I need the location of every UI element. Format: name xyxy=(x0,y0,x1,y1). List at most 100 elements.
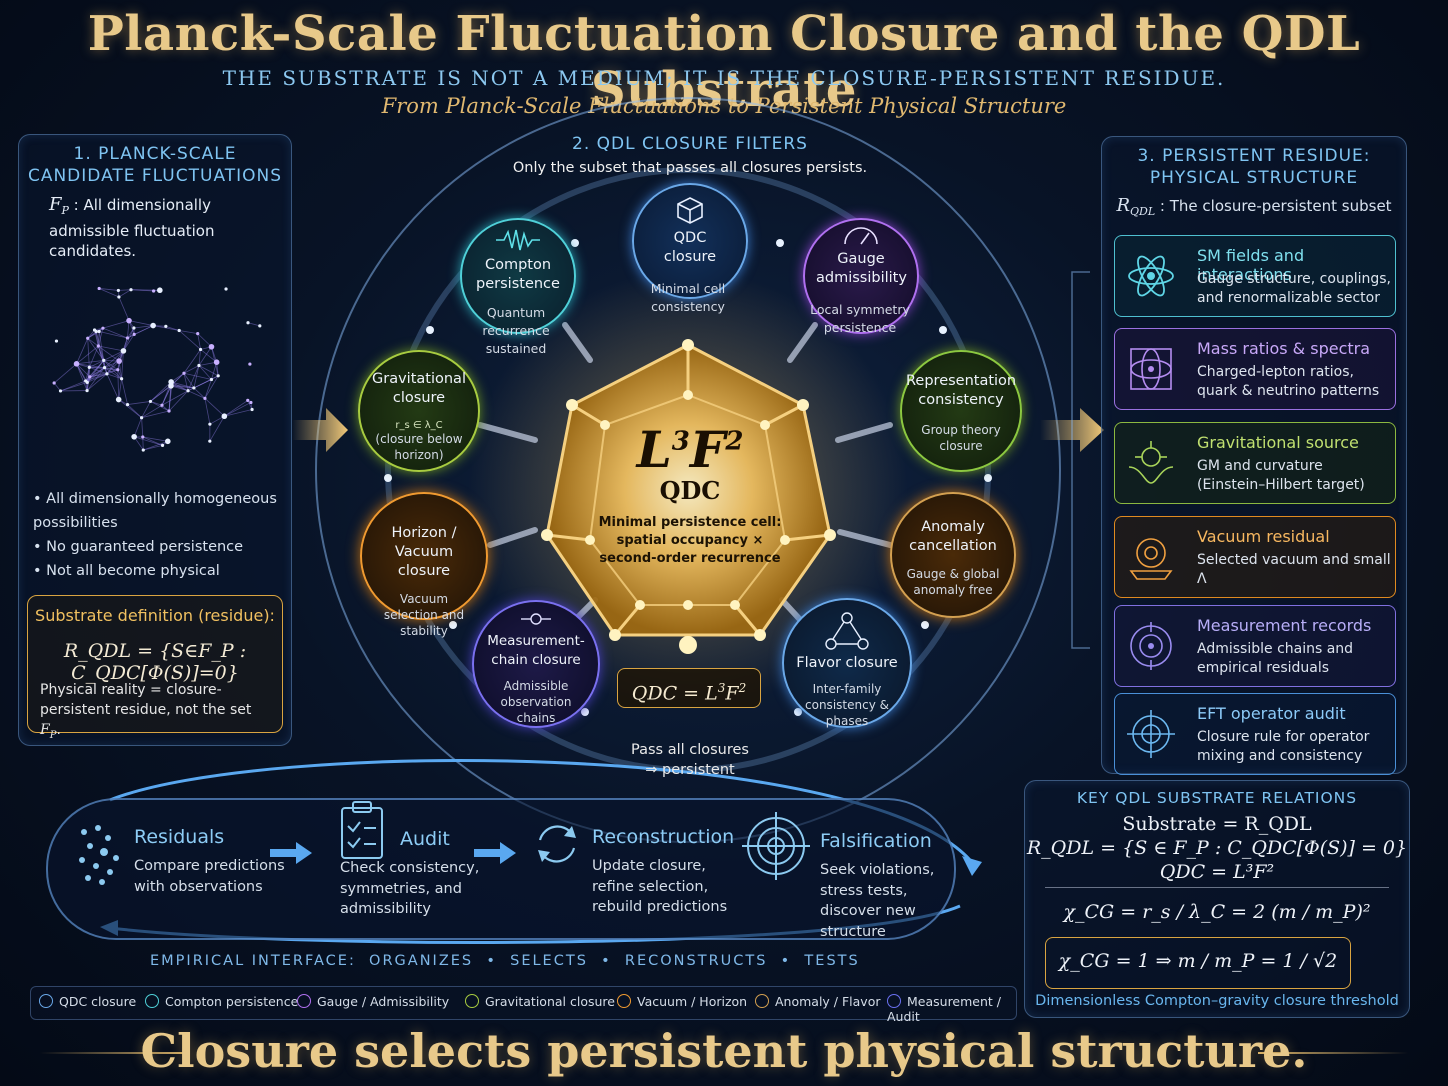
card-desc: Selected vacuum and small Λ xyxy=(1197,552,1391,587)
node-title: Horizon / Vacuum closure xyxy=(391,525,457,579)
bullet-item: • All dimensionally homogeneous possibil… xyxy=(33,491,277,531)
curvature-icon xyxy=(1128,441,1174,484)
crosshair-icon xyxy=(1127,710,1175,758)
residue-card-sm-fields: SM fields and interactions Gauge structu… xyxy=(1114,235,1396,317)
substrate-definition-note: Physical reality = closure-persistent re… xyxy=(40,682,252,741)
node-title: Compton persistence xyxy=(476,257,560,292)
step-desc: Seek violations,stress tests,discover ne… xyxy=(820,862,935,940)
footer-slogan: Closure selects persistent physical stru… xyxy=(140,1024,1308,1078)
clipboard-check-icon xyxy=(341,801,383,859)
threshold-box: χ_CG = 1 ⇒ m / m_P = 1 / √2 xyxy=(1045,937,1351,989)
node-desc: Inter-family consistency & phases xyxy=(805,682,889,728)
step-arrow-icon xyxy=(474,842,516,864)
node-desc: (closure below horizon) xyxy=(375,432,463,462)
step-title: Reconstruction xyxy=(592,826,735,848)
pass-all-closures-label: Pass all closures ⇒ persistent xyxy=(631,742,749,778)
residue-card-gravitational-source: Gravitational source GM and curvature (E… xyxy=(1114,422,1396,504)
legend-swatch xyxy=(755,994,769,1008)
node-compton-desc: Quantum recurrence sustained xyxy=(482,305,550,356)
key-relations-title: KEY QDL SUBSTRATE RELATIONS xyxy=(1076,789,1358,807)
footer-rule-left xyxy=(40,1052,190,1054)
legend-swatch xyxy=(887,994,901,1008)
node-representation-consistency: Representation consistency Group theory … xyxy=(900,350,1022,472)
step-arrow-icon xyxy=(270,842,312,864)
node-gravitational-closure: Gravitational closure r_s ∈ λ_C (closure… xyxy=(358,350,480,472)
closure-filters-title: 2. QDL CLOSURE FILTERS xyxy=(572,134,808,154)
node-title: Measurement-chain closure xyxy=(487,633,585,668)
legend-item: Anomaly / Flavor xyxy=(755,994,881,1009)
node-qdc-closure: QDC closure xyxy=(632,183,748,299)
candidate-fluctuations-panel: 1. PLANCK-SCALE CANDIDATE FLUCTUATIONS F… xyxy=(18,134,292,746)
page-title: Planck-Scale Fluctuation Closure and the… xyxy=(87,6,1361,118)
card-desc: GM and curvature (Einstein–Hilbert targe… xyxy=(1197,458,1365,493)
node-anomaly-cancellation: Anomaly cancellation Gauge & global anom… xyxy=(890,492,1016,618)
node-title: Flavor closure xyxy=(796,655,898,671)
divider xyxy=(1045,887,1389,888)
fluctuation-description: FP : All dimensionally admissible fluctu… xyxy=(49,195,284,261)
legend-swatch xyxy=(145,994,159,1008)
legend-swatch xyxy=(297,994,311,1008)
node-title: Representation consistency xyxy=(906,373,1017,408)
legend-label: QDC closure xyxy=(59,994,137,1009)
hex-formula: L3F2 xyxy=(636,420,744,479)
node-horizon-vacuum-closure: Horizon / Vacuum closure Vacuum selectio… xyxy=(360,492,488,638)
legend-label: Gauge / Admissibility xyxy=(317,994,450,1009)
step-desc: Update closure,refine selection,rebuild … xyxy=(592,858,728,915)
node-measurement-chain-closure: Measurement-chain closure Admissible obs… xyxy=(472,600,600,728)
node-title: Gravitational closure xyxy=(372,371,466,406)
crosshair-icon xyxy=(742,812,810,880)
flow-arrow-left xyxy=(292,408,348,452)
legend-label: Vacuum / Horizon xyxy=(637,994,748,1009)
node-title: Gauge admissibility xyxy=(816,251,907,286)
node-title: QDC closure xyxy=(663,230,717,265)
node-compton-persistence: Compton persistence xyxy=(460,218,576,334)
card-title: Mass ratios & spectra xyxy=(1197,339,1371,358)
card-desc: Charged-lepton ratios, quark & neutrino … xyxy=(1197,364,1380,399)
node-desc: Group theory closure xyxy=(921,423,1001,453)
residue-card-mass-ratios: Mass ratios & spectra Charged-lepton rat… xyxy=(1114,328,1396,410)
qdc-equation-box: QDC = L3F2 xyxy=(617,668,761,708)
scatter-dots-icon xyxy=(79,825,119,885)
bullet-item: • Not all become physical xyxy=(33,563,220,579)
eq-chi-cg: χ_CG = r_s / λ_C = 2 (m / m_P)² xyxy=(1063,901,1371,923)
color-legend: QDC closure Compton persistence Gauge / Ad… xyxy=(30,986,1017,1024)
node-mini-relation: r_s ∈ λ_C xyxy=(395,420,443,431)
hex-description: Minimal persistence cell: spatial occupa… xyxy=(598,515,782,566)
legend-item: Compton persistence xyxy=(145,994,298,1009)
legend-swatch xyxy=(465,994,479,1008)
legend-item: QDC closure xyxy=(39,994,136,1009)
legend-item: Gravitational closure xyxy=(465,994,615,1009)
node-title: Anomaly cancellation xyxy=(909,519,997,554)
substrate-definition-title: Substrate definition (residue): xyxy=(35,606,275,625)
substrate-definition-equation: R_QDL = {S∈F_P : C_QDC[Φ(S)]=0} xyxy=(63,640,247,684)
fluctuation-network-image xyxy=(52,286,262,452)
legend-label: Measurement / Audit xyxy=(887,994,1002,1024)
legend-label: Gravitational closure xyxy=(485,994,615,1009)
step-title: Residuals xyxy=(134,826,225,848)
card-title: Vacuum residual xyxy=(1197,527,1330,546)
node-flavor-closure: Flavor closure Inter-family consistency … xyxy=(782,598,912,728)
chain-icon xyxy=(521,613,551,625)
left-title-line2: CANDIDATE FLUCTUATIONS xyxy=(27,166,283,186)
residue-card-vacuum-residual: Vacuum residual Selected vacuum and smal… xyxy=(1114,516,1396,598)
residue-card-measurement-records: Measurement records Admissible chains an… xyxy=(1114,605,1396,687)
eq-qdc: QDC = L³F² xyxy=(1159,861,1275,883)
legend-label: Compton persistence xyxy=(165,994,299,1009)
closure-filters-subtitle: Only the subset that passes all closures… xyxy=(512,160,868,176)
legend-label: Anomaly / Flavor xyxy=(775,994,881,1009)
step-title: Audit xyxy=(400,828,450,850)
card-desc: Admissible chains and empirical residual… xyxy=(1197,641,1354,676)
legend-item: Measurement / Audit xyxy=(887,994,1016,1024)
right-panel-title: 3. PERSISTENT RESIDUE: PHYSICAL STRUCTUR… xyxy=(1137,146,1371,188)
node-desc: Admissible observation chains xyxy=(500,679,572,725)
orbital-icon xyxy=(1130,348,1172,390)
atom-icon xyxy=(1128,255,1174,297)
vacuum-icon xyxy=(1129,538,1173,580)
legend-item: Vacuum / Horizon xyxy=(617,994,747,1009)
persistent-residue-panel: 3. PERSISTENT RESIDUE: PHYSICAL STRUCTUR… xyxy=(1101,136,1407,775)
residue-card-eft-operator-audit: EFT operator audit Closure rule for oper… xyxy=(1114,693,1396,775)
card-title: SM fields and interactions xyxy=(1197,246,1305,284)
